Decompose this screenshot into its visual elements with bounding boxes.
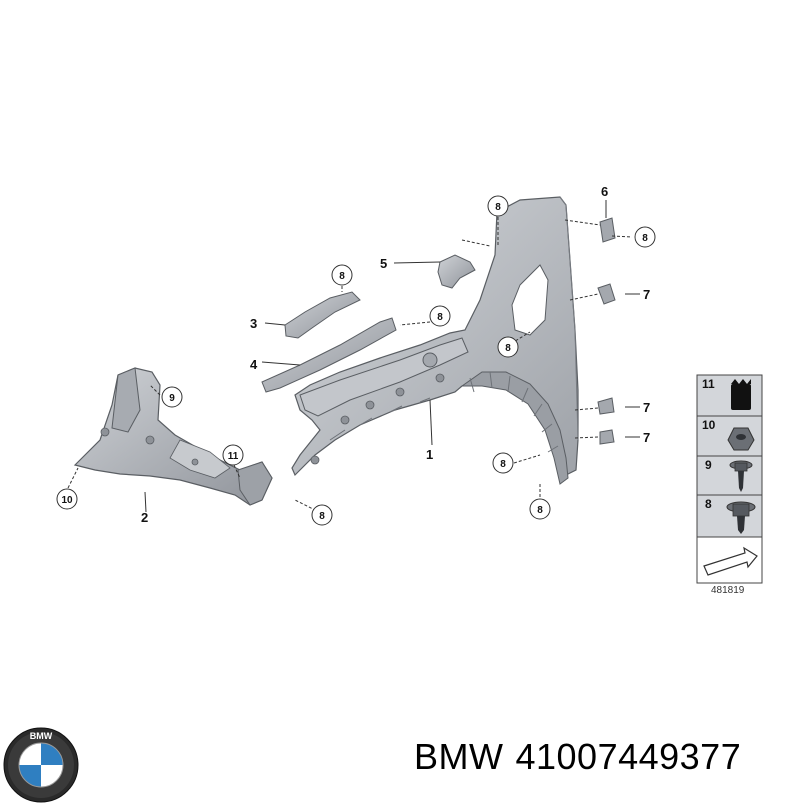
part-5-bracket bbox=[437, 254, 476, 289]
callout-8-c: 8 bbox=[339, 271, 345, 282]
leader-lines bbox=[67, 200, 640, 516]
legend-item-9: 9 bbox=[705, 458, 712, 472]
callout-8-d: 8 bbox=[437, 312, 443, 323]
flange-nut-icon bbox=[726, 501, 756, 534]
callout-2: 2 bbox=[141, 510, 148, 525]
part-6-clip bbox=[599, 217, 616, 243]
callout-6: 6 bbox=[601, 184, 608, 199]
circled-callouts bbox=[56, 195, 656, 526]
grommet-icon bbox=[731, 379, 751, 410]
legend-item-11: 11 bbox=[702, 377, 715, 391]
callout-10: 10 bbox=[61, 495, 73, 506]
callout-numbers: 1 2 3 4 5 6 7 7 7 bbox=[141, 184, 650, 525]
part-7-clip-b bbox=[597, 397, 615, 415]
part-4-rail bbox=[261, 317, 397, 393]
callout-8-f: 8 bbox=[500, 459, 506, 470]
diagram-code: 481819 bbox=[711, 585, 745, 596]
callout-7-b: 7 bbox=[643, 400, 650, 415]
legend-item-10: 10 bbox=[702, 418, 716, 432]
callout-4: 4 bbox=[250, 357, 258, 372]
callout-8-b: 8 bbox=[642, 233, 648, 244]
legend-item-8: 8 bbox=[705, 497, 712, 511]
callout-7-c: 7 bbox=[643, 430, 650, 445]
callout-5: 5 bbox=[380, 256, 387, 271]
callout-3: 3 bbox=[250, 316, 257, 331]
callout-8-g: 8 bbox=[537, 505, 543, 516]
part-2-bracket bbox=[73, 367, 273, 506]
callout-8-e: 8 bbox=[505, 343, 511, 354]
callout-8-h: 8 bbox=[319, 511, 325, 522]
part-caption: BMW 41007449377 bbox=[414, 736, 753, 778]
part-3-bracket bbox=[284, 291, 361, 339]
part-1-fender bbox=[291, 196, 579, 485]
circled-callout-labels: 8 8 8 8 8 8 8 8 9 10 11 bbox=[61, 202, 648, 522]
direction-arrow-icon bbox=[703, 546, 758, 576]
collar-screw-icon bbox=[729, 460, 753, 492]
part-number: 41007449377 bbox=[515, 736, 742, 777]
callout-7-a: 7 bbox=[643, 287, 650, 302]
fastener-legend: 11 10 9 8 481819 bbox=[696, 374, 763, 596]
callout-9: 9 bbox=[169, 393, 175, 404]
part-7-clip-a bbox=[597, 283, 616, 305]
hex-nut-icon bbox=[727, 427, 755, 451]
part-7-clip-c bbox=[599, 429, 615, 445]
bmw-logo-letters: BMW bbox=[30, 731, 53, 741]
bmw-logo: BMW bbox=[3, 727, 79, 803]
callout-8-a: 8 bbox=[495, 202, 501, 213]
callout-1: 1 bbox=[426, 447, 433, 462]
brand-name: BMW bbox=[414, 736, 504, 777]
callout-11: 11 bbox=[228, 451, 239, 462]
